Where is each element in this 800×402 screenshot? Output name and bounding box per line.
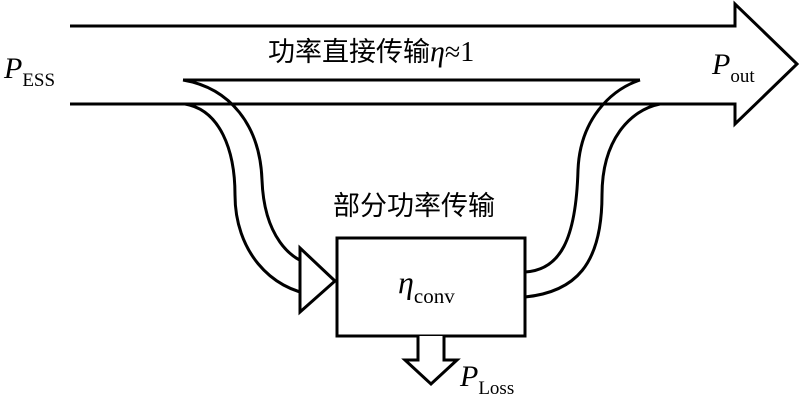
- partial-flow-right-inner: [524, 102, 735, 299]
- output-power-symbol: P: [712, 48, 731, 81]
- loss-power-subscript: Loss: [478, 378, 515, 399]
- converter-eta-subscript: conv: [413, 284, 455, 308]
- loss-power-symbol: P: [460, 360, 479, 393]
- input-power-symbol: P: [4, 52, 23, 85]
- partial-transfer-label: 部分功率传输: [333, 191, 495, 222]
- partial-flow-left-outer: [70, 102, 316, 297]
- output-power-label: Pout: [712, 48, 755, 87]
- direct-transfer-text: 功率直接传输: [268, 37, 430, 68]
- direct-transfer-eta: η: [430, 35, 445, 68]
- output-power-subscript: out: [730, 66, 755, 87]
- converter-box: [335, 236, 527, 338]
- direct-transfer-approx: ≈1: [444, 37, 475, 68]
- partial-flow-right-outer: [524, 78, 641, 274]
- direct-transfer-label: 功率直接传输η≈1: [268, 37, 474, 67]
- partial-flow-left-inner: [182, 78, 316, 267]
- converter-input-arrowhead: [298, 244, 338, 316]
- input-power-subscript: ESS: [22, 70, 56, 91]
- converter-efficiency-label: ηconv: [398, 264, 455, 307]
- converter-eta-symbol: η: [398, 264, 414, 300]
- input-power-label: PESS: [4, 52, 55, 91]
- loss-arrow: [401, 336, 461, 387]
- loss-power-label: PLoss: [460, 360, 514, 399]
